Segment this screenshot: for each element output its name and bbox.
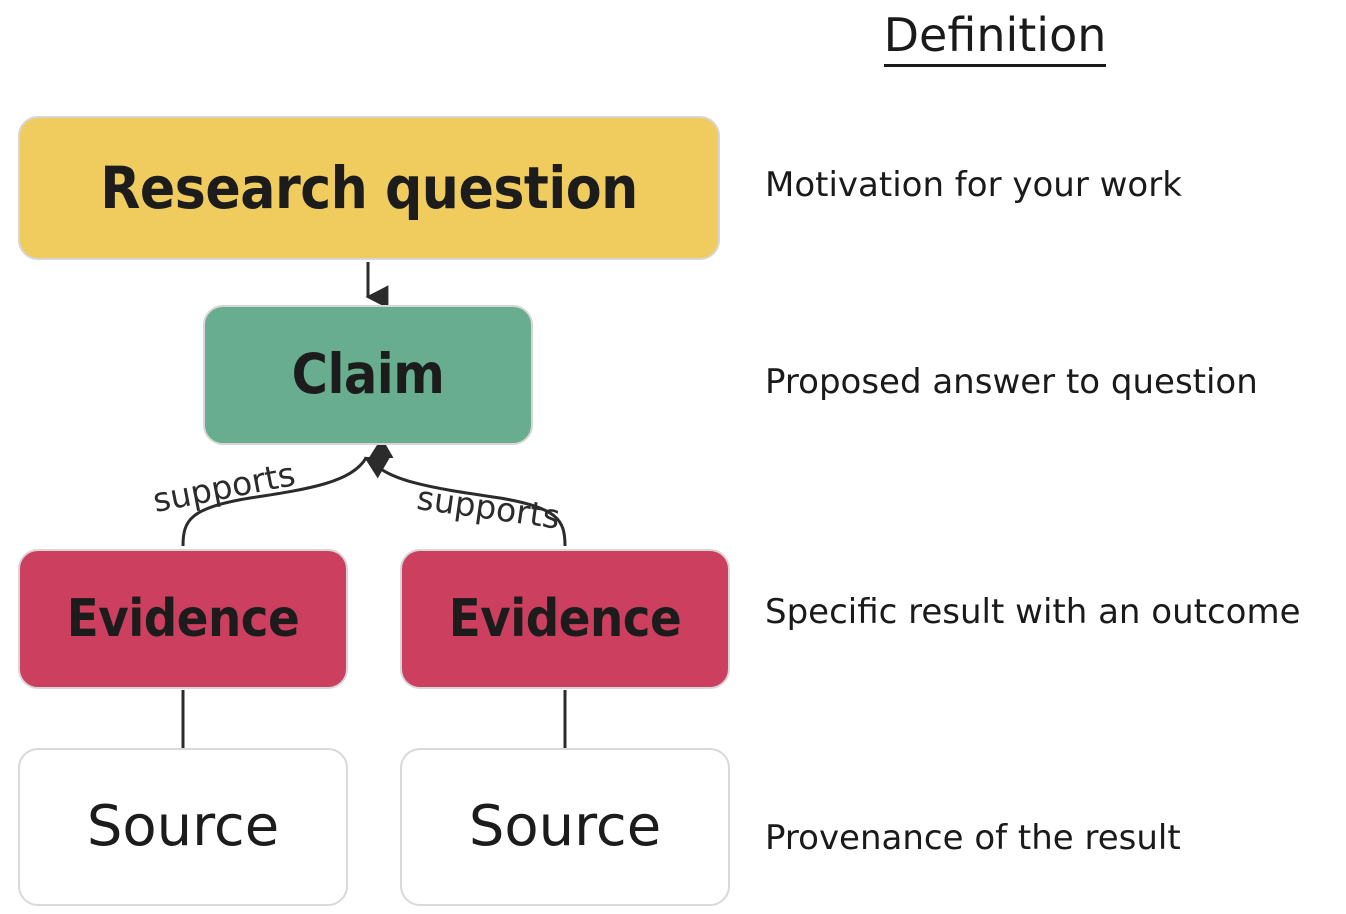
node-source-left-label: Source bbox=[86, 793, 280, 859]
node-evidence-right[interactable]: Evidence bbox=[400, 549, 730, 689]
node-claim-label: Claim bbox=[291, 342, 445, 407]
edge-label-supports-right: supports bbox=[414, 478, 563, 537]
definition-heading-text: Definition bbox=[883, 8, 1107, 67]
definition-column: Definition Motivation for your work Prop… bbox=[765, 0, 1346, 914]
definition-research-question: Motivation for your work bbox=[765, 165, 1182, 205]
definition-heading: Definition bbox=[765, 8, 1225, 67]
node-evidence-right-label: Evidence bbox=[448, 588, 682, 649]
node-source-right-label: Source bbox=[468, 793, 662, 859]
node-research-question[interactable]: Research question bbox=[18, 116, 720, 260]
node-evidence-left[interactable]: Evidence bbox=[18, 549, 348, 689]
node-research-question-label: Research question bbox=[100, 153, 638, 222]
node-evidence-left-label: Evidence bbox=[66, 588, 300, 649]
definition-source: Provenance of the result bbox=[765, 818, 1181, 858]
definition-claim: Proposed answer to question bbox=[765, 362, 1258, 402]
definition-evidence: Specific result with an outcome bbox=[765, 592, 1301, 632]
node-source-right[interactable]: Source bbox=[400, 748, 730, 906]
edge-label-supports-left: supports bbox=[149, 454, 299, 520]
node-source-left[interactable]: Source bbox=[18, 748, 348, 906]
node-claim[interactable]: Claim bbox=[203, 305, 533, 445]
